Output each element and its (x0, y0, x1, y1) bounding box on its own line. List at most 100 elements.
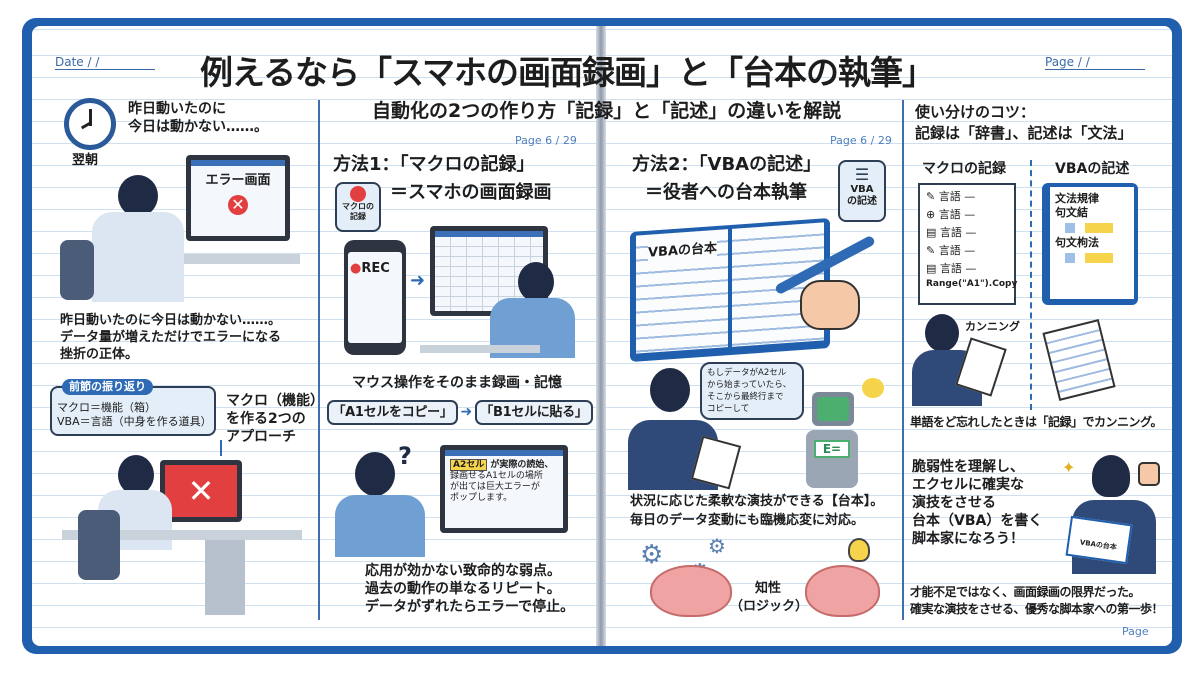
writing-hand (800, 280, 860, 330)
icon-label-2: の記述 (847, 196, 877, 207)
macro-record-icon: マクロの 記録 (335, 182, 381, 232)
desk (420, 345, 540, 353)
desk-drawers (205, 540, 245, 615)
robot-badge: E= (814, 440, 850, 458)
record-dot-icon (350, 186, 366, 202)
step-paste-b1: 「B1セルに貼る」 (475, 400, 593, 425)
grammar-book: 文法規律 句文結 句文枸法 (1042, 183, 1138, 305)
worried-person-body (92, 212, 184, 302)
worried-person-head (118, 175, 158, 217)
robot-body: E= (806, 430, 858, 488)
column-divider (318, 100, 320, 620)
bubble-line-3: そこから最終行まで (707, 392, 784, 402)
step-copy-a1: 「A1セルをコピー」 (327, 400, 458, 425)
grammar-line-2: 句文結 (1055, 206, 1088, 219)
structure-diagram (1065, 223, 1113, 233)
clock-label: 翌朝 (72, 153, 99, 168)
col1-caption-1: 昨日動いたのに今日は動かない……。 (60, 313, 282, 328)
page-number-right: Page 6 / 29 (830, 134, 892, 147)
screen-text-2: 録画せるA1セルの場所 (450, 471, 543, 481)
person-head (925, 314, 959, 352)
macro-record-heading: マクロの記録 (922, 161, 1006, 177)
gear-icon: ⚙ (640, 540, 664, 570)
thumbs-up-icon (1138, 462, 1160, 486)
method1-subtitle: ＝スマホの画面録画 (390, 182, 552, 203)
cta-line-4: 台本（VBA）を書く (912, 513, 1043, 529)
director-head (650, 368, 690, 412)
sparkle-icon: ✦ (1062, 458, 1076, 477)
list-icon: ☰ (854, 165, 870, 184)
person-head (518, 262, 554, 302)
icon-label-1: VBA (850, 184, 874, 195)
closing-line-2: 確実な演技をさせる、優秀な脚本家への第一歩！ (910, 602, 1164, 616)
dict-item: ✎ 言語 — (926, 190, 976, 203)
question-mark-icon: ? (398, 442, 412, 470)
chair (78, 510, 120, 580)
page-label: Page / / (1045, 55, 1145, 70)
robot-head (812, 392, 854, 426)
dictionary-sheet: ✎ 言語 — ⊕ 言語 — ▤ 言語 — ✎ 言語 — ▤ 言語 — Range… (918, 183, 1018, 305)
cta-line-2: エクセルに確実な (912, 477, 1024, 493)
section-subtitle: 自動化の2つの作り方「記録」と「記述」の違いを解説 (372, 100, 842, 122)
approach-line-3: アプローチ (226, 429, 296, 445)
cta-line-5: 脚本家になろう！ (912, 531, 1024, 547)
screen-tag: A2セル (450, 459, 488, 471)
grammar-line-3: 句文枸法 (1055, 236, 1099, 249)
col2-caption-2: 応用が効かない致命的な弱点。 (365, 563, 561, 579)
error-monitor-2: ✕ (160, 460, 242, 522)
page-title: 例えるなら「スマホの画面録画」と「台本の執筆」 (200, 53, 935, 92)
cheat-label: カンニング (965, 320, 1020, 333)
error-x-icon: ✕ (165, 465, 237, 517)
error-icon: ✕ (228, 195, 248, 215)
col2-caption-4: データがずれたらエラーで停止。 (365, 599, 575, 615)
dict-code: Range("A1").Copy (926, 279, 1018, 289)
col3-caption-2: 毎日のデータ変動にも臨機応変に対応。 (630, 513, 865, 528)
open-book: VBAの台本 (630, 218, 830, 362)
col2-caption-3: 過去の動作の単なるリピート。 (365, 581, 561, 597)
clock-icon (64, 98, 116, 150)
brain-icon (805, 565, 880, 617)
column-divider (902, 100, 904, 620)
approach-line-1: マクロ（機能） (226, 393, 324, 409)
error-screen-label: エラー画面 (205, 173, 271, 188)
speech-bubble: もしデータがA2セル から始まっていたら、 そこから最終行まで コピーして (700, 362, 804, 420)
confused-person-head (355, 452, 395, 496)
steps-row: 「A1セルをコピー」 ➜ 「B1セルに貼る」 (326, 400, 594, 425)
person-head (118, 455, 154, 495)
method2-title: 方法2：「VBAの記述」 (632, 154, 822, 175)
method1-title: 方法1：「マクロの記録」 (333, 154, 535, 175)
dashed-divider (1030, 160, 1032, 410)
closing-line-1: 才能不足ではなく、画面録画の限界だった。 (910, 585, 1141, 599)
lightbulb-icon (848, 538, 870, 562)
col4-heading-1: 使い分けのコツ： (915, 103, 1036, 121)
screen-text-1: が実際の読始、 (490, 460, 554, 470)
dict-item: ▤ 言語 — (926, 226, 977, 239)
desk (140, 254, 300, 264)
vba-write-heading: VBAの記述 (1055, 161, 1130, 177)
grammar-line-1: 文法規律 (1055, 192, 1099, 205)
structure-diagram (1065, 253, 1113, 263)
cta-line-3: 演技をさせる (912, 495, 996, 511)
rec-label: ●REC (350, 261, 390, 276)
confused-person-body (335, 495, 425, 557)
vba-script-icon: ☰ VBA の記述 (838, 160, 886, 222)
gear-icon: ⚙ (708, 534, 726, 558)
dict-item: ▤ 言語 — (926, 262, 977, 275)
chair (60, 240, 94, 300)
arrow-right-icon: ➜ (410, 270, 426, 291)
arrow-icon (220, 440, 222, 456)
rec-text: REC (361, 261, 390, 276)
icon-label-2: 記録 (350, 212, 366, 221)
bubble-line-2: から始まっていたら、 (707, 380, 792, 390)
method2-subtitle: ＝役者への台本執筆 (645, 182, 807, 203)
col4-caption-1: 単語をど忘れしたときは「記録」でカンニング。 (910, 415, 1163, 429)
message-monitor: A2セル が実際の読始、 録画せるA1セルの場所 が出ては巨大エラーが ポップし… (440, 445, 568, 533)
bubble-line-1: もしデータがA2セル (707, 368, 787, 378)
screen-text-3: が出ては巨大エラーが (450, 482, 540, 492)
footer-page: Page (1122, 625, 1149, 638)
icon-label-1: マクロの (342, 202, 374, 211)
dict-item: ✎ 言語 — (926, 244, 976, 257)
page-number-left: Page 6 / 29 (515, 134, 577, 147)
cta-line-1: 脆弱性を理解し、 (912, 459, 1024, 475)
review-box: マクロ＝機能（箱） VBA＝言語（中身を作る道具） (50, 386, 216, 436)
